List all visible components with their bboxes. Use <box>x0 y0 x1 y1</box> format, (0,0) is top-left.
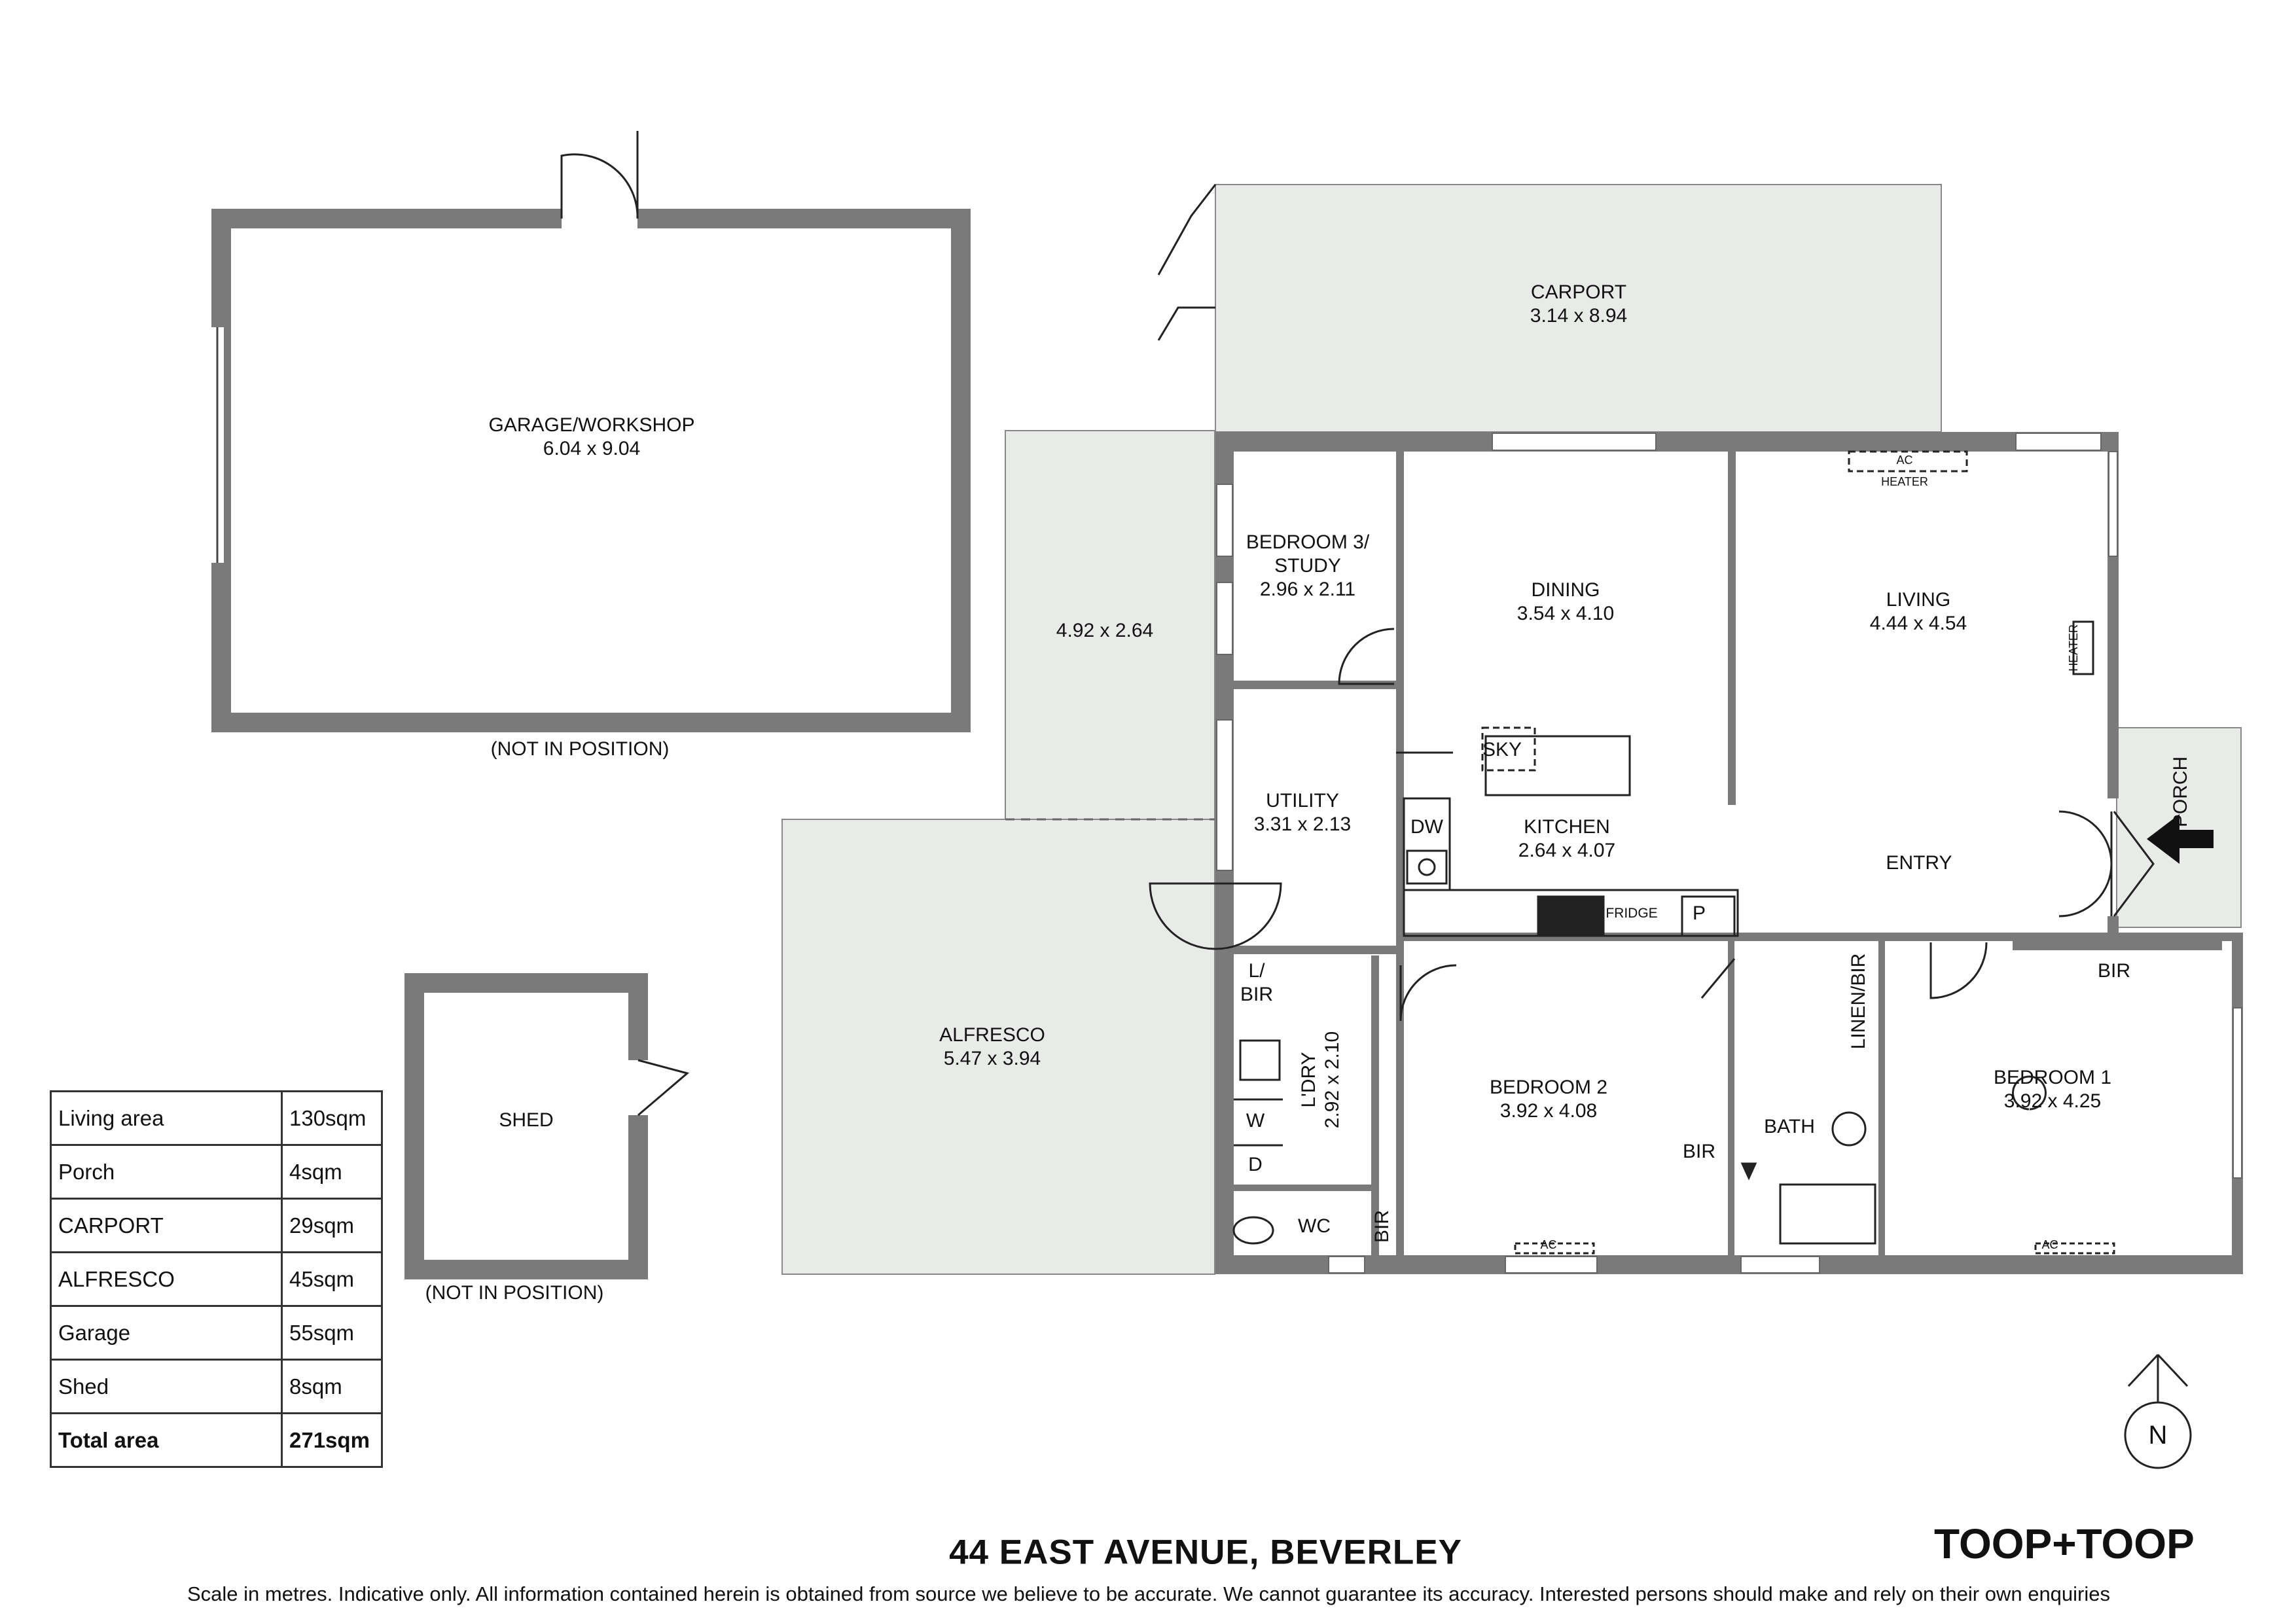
disclaimer-text: Scale in metres. Indicative only. All in… <box>187 1582 2111 1605</box>
compass-icon <box>2124 1353 2192 1469</box>
area-label: Porch <box>50 1144 283 1200</box>
living-heater-label: HEATER <box>1881 475 1928 488</box>
shed-note: (NOT IN POSITION) <box>425 1282 604 1304</box>
side-area <box>1005 430 1215 820</box>
skylight-label: SKY <box>1482 739 1522 760</box>
property-title: 44 EAST AVENUE, BEVERLEY <box>949 1533 1462 1572</box>
wc-label: WC <box>1298 1215 1331 1237</box>
windows <box>1216 433 2242 1274</box>
area-value: 55sqm <box>281 1305 383 1361</box>
outdoor-areas <box>781 184 2242 1275</box>
area-label: Total area <box>50 1412 283 1468</box>
wet-area-fixtures <box>1232 1039 2115 1255</box>
area-label: CARPORT <box>50 1198 283 1253</box>
alfresco-area <box>781 819 1215 1275</box>
laundry-bir-label: L/BIR <box>1240 960 1274 1005</box>
area-label: Living area <box>50 1090 283 1146</box>
shed-building <box>404 973 690 1279</box>
compass-north-label: N <box>2148 1421 2168 1450</box>
bedroom2-ac-label: AC <box>1540 1238 1557 1251</box>
entry-arrow-icon <box>2147 814 2214 864</box>
wc-bir-label: BIR <box>1371 1209 1393 1243</box>
garage-note: (NOT IN POSITION) <box>490 738 670 760</box>
area-value: 4sqm <box>281 1144 383 1200</box>
living-ac-label: AC <box>1896 454 1913 467</box>
carport-area <box>1215 184 1942 433</box>
dryer-label: D <box>1248 1154 1263 1175</box>
area-value: 45sqm <box>281 1251 383 1307</box>
washer-label: W <box>1246 1110 1265 1132</box>
area-value: 29sqm <box>281 1198 383 1253</box>
house-walls <box>1215 432 2243 1274</box>
fridge-label: FRIDGE <box>1605 906 1658 921</box>
living-side-heater-label: HEATER <box>2067 624 2080 671</box>
pantry-label: P <box>1692 902 1706 924</box>
bath-label: BATH <box>1764 1116 1815 1137</box>
bedroom1-ac-label: AC <box>2041 1238 2058 1251</box>
entry-label: ENTRY <box>1886 852 1952 874</box>
dishwasher-label: DW <box>1410 816 1443 838</box>
porch-label: PORCH <box>2170 756 2191 828</box>
area-label: Shed <box>50 1359 283 1414</box>
bedroom2-bir-label: BIR <box>1682 1141 1716 1162</box>
area-value: 271sqm <box>281 1412 383 1468</box>
area-value: 130sqm <box>281 1090 383 1146</box>
area-label: ALFRESCO <box>50 1251 283 1307</box>
area-value: 8sqm <box>281 1359 383 1414</box>
linen-bir-label: LINEN/BIR <box>1848 953 1869 1050</box>
doors <box>1149 184 2155 1022</box>
shed-label: SHED <box>499 1109 554 1131</box>
area-label: Garage <box>50 1305 283 1361</box>
side-area-label: 4.92 x 2.64 <box>1056 620 1154 641</box>
brand-logo: TOOP+TOOP <box>1934 1520 2195 1567</box>
garage-building <box>211 131 971 732</box>
kitchen-fixtures <box>1403 450 2094 937</box>
bedroom1-bir-label: BIR <box>2097 960 2131 982</box>
